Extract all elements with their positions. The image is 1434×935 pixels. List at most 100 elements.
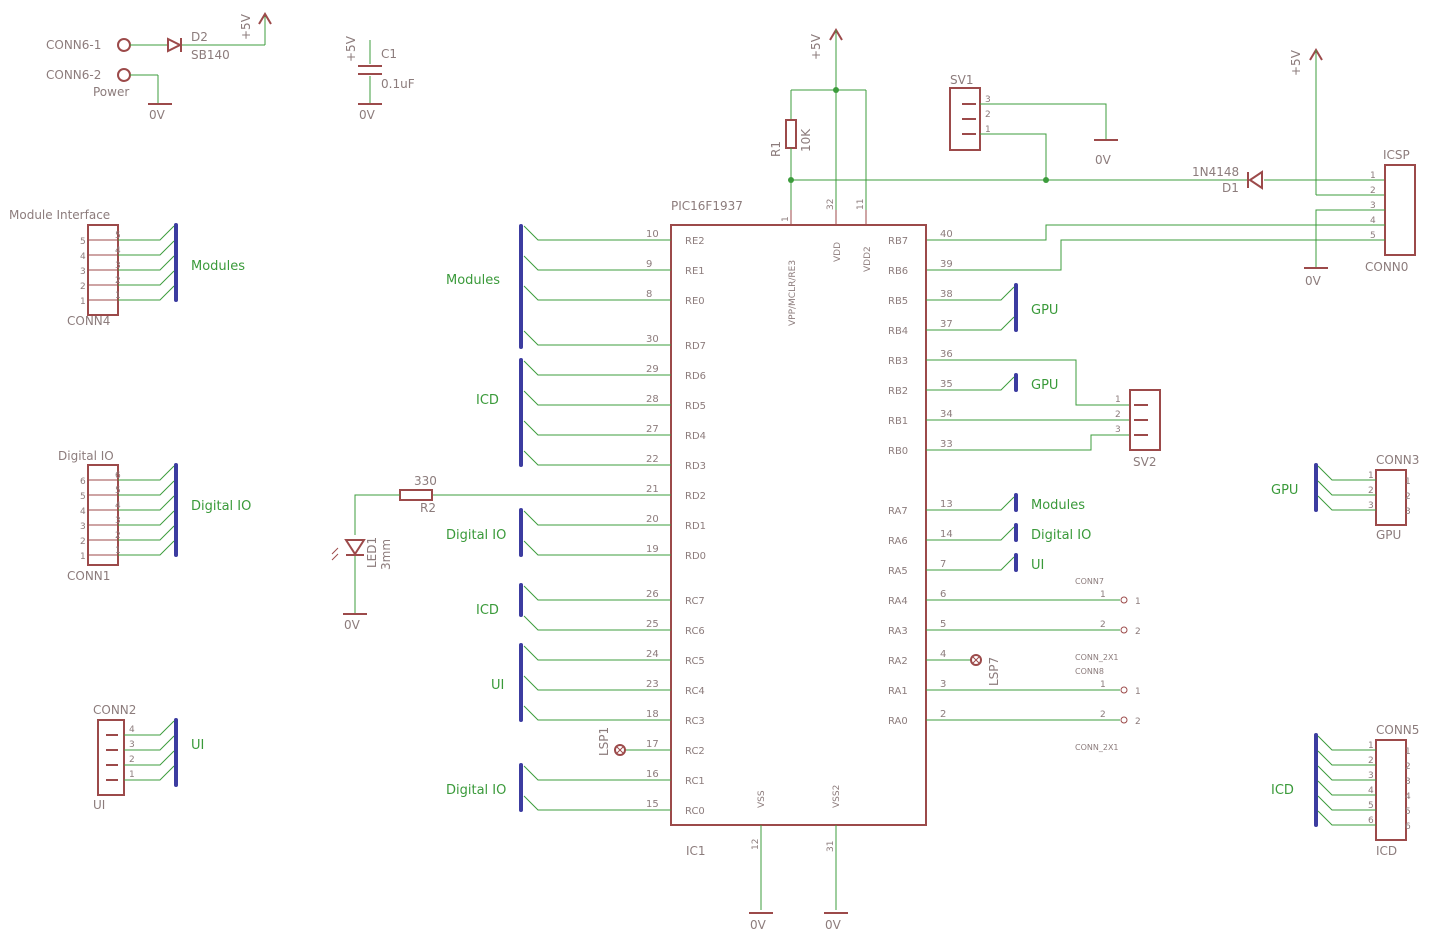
pin-number-15: 15 xyxy=(646,799,659,810)
conn8-type: CONN_2X1 xyxy=(1075,743,1119,752)
r2-label: R2 xyxy=(420,501,436,515)
pin-vss-name: VSS xyxy=(757,790,767,808)
conn3-label: CONN3 xyxy=(1376,453,1419,467)
pin-number-29: 29 xyxy=(646,364,659,375)
conn4-pins-pinlabel-2: 2 xyxy=(115,276,121,286)
net-digital-io-left-2: Digital IO xyxy=(446,783,506,798)
pin-number-24: 24 xyxy=(646,649,659,660)
pin-number-26: 26 xyxy=(646,589,659,600)
pin-name-rb6: RB6 xyxy=(888,266,908,277)
c1-value: 0.1uF xyxy=(381,77,415,91)
led-circuit: 0V 330 R2 LED1 3mm xyxy=(331,474,671,632)
sv1-gnd-label: 0V xyxy=(1095,153,1112,167)
pin-number-6: 6 xyxy=(940,589,946,600)
conn1-pins-wire-3 xyxy=(118,510,175,526)
lsp7-testpoint: LSP7 xyxy=(970,654,1001,686)
pin-name-rc2: RC2 xyxy=(685,746,705,757)
pin-number-35: 35 xyxy=(940,379,953,390)
digital-io-title: Digital IO xyxy=(58,449,114,463)
vss-gnd-label: 0V xyxy=(750,918,767,932)
net-icd-left-1: ICD xyxy=(476,393,499,408)
pin-name-rb5: RB5 xyxy=(888,296,908,307)
pin-name-re0: RE0 xyxy=(685,296,705,307)
pin-number-3: 3 xyxy=(940,679,946,690)
wire-rc1 xyxy=(523,765,671,781)
conn2-label: CONN2 xyxy=(93,703,136,717)
pin-number-8: 8 xyxy=(646,289,652,300)
conn6-2-label: CONN6-2 xyxy=(46,68,101,82)
conn0-label: CONN0 xyxy=(1365,260,1408,274)
conn3-pins-wire-3 xyxy=(1317,495,1376,511)
icsp-gnd-label: 0V xyxy=(1305,274,1322,288)
pin-name-rb0: RB0 xyxy=(888,446,908,457)
pin-number-14: 14 xyxy=(940,529,953,540)
conn4-pins-wire-4 xyxy=(118,240,175,256)
pin-name-rd0: RD0 xyxy=(685,551,706,562)
conn5-pins-pin-4: 4 xyxy=(1405,792,1411,802)
wire-rc3 xyxy=(523,705,671,721)
net-modules-left: Modules xyxy=(446,273,500,288)
conn3-pins-pin-2: 2 xyxy=(1405,492,1411,502)
conn2-wire-3 xyxy=(124,735,175,751)
wire-rc0 xyxy=(523,795,671,811)
net-icd-left-2: ICD xyxy=(476,603,499,618)
pin-name-rb3: RB3 xyxy=(888,356,908,367)
conn3-pins-inpin-2: 2 xyxy=(1368,486,1374,496)
net-gpu-right-1: GPU xyxy=(1031,303,1058,318)
conn7-conn8: 11 22 11 22 CONN7 CONN_2X1 CONN8 CONN_2X… xyxy=(1075,577,1141,752)
pin-number-34: 34 xyxy=(940,409,953,420)
net-digital-io-conn1: Digital IO xyxy=(191,499,251,514)
pin-name-re2: RE2 xyxy=(685,236,705,247)
conn2-pin-4: 4 xyxy=(129,725,135,735)
sv1-label: SV1 xyxy=(950,73,973,87)
c1-p5v-label: +5V xyxy=(344,35,358,62)
pin-name-rd2: RD2 xyxy=(685,491,706,502)
conn1-pins-pin-2: 2 xyxy=(80,537,86,547)
conn4-pins-pin-2: 2 xyxy=(80,282,86,292)
conn2-wire-2 xyxy=(124,750,175,766)
conn4-pins-wire-3 xyxy=(118,255,175,271)
conn1-pins-pinlabel-1: 1 xyxy=(115,546,121,556)
pin-name-ra5: RA5 xyxy=(888,566,908,577)
pin-number-40: 40 xyxy=(940,229,953,240)
pin-name-rb7: RB7 xyxy=(888,236,908,247)
conn3-pins-pin-1: 1 xyxy=(1405,477,1411,487)
pin-number-17: 17 xyxy=(646,739,659,750)
d1-value: 1N4148 xyxy=(1192,165,1239,179)
conn1-pins-pin-1: 1 xyxy=(80,552,86,562)
pin-name-rc4: RC4 xyxy=(685,686,705,697)
pin-name-rb2: RB2 xyxy=(888,386,908,397)
pin-number-28: 28 xyxy=(646,394,659,405)
svg-text:1: 1 xyxy=(1115,395,1121,405)
conn5-pins-inpin-4: 4 xyxy=(1368,786,1374,796)
conn2-wire-1 xyxy=(124,765,175,781)
r1-label: R1 xyxy=(769,141,783,157)
conn7-label: CONN7 xyxy=(1075,577,1104,586)
net-icd-conn5: ICD xyxy=(1271,783,1294,798)
conn5-pins-pin-5: 5 xyxy=(1405,807,1411,817)
conn1-pins-wire-5 xyxy=(118,480,175,496)
wire-re2 xyxy=(523,225,671,241)
conn3-pins-pin-3: 3 xyxy=(1405,507,1411,517)
pin-31-number: 31 xyxy=(826,841,836,852)
conn4-pins-wire-2 xyxy=(118,270,175,286)
lsp1-testpoint: LSP1 xyxy=(597,727,671,756)
conn5-pins-inpin-2: 2 xyxy=(1368,756,1374,766)
pin-name-rc6: RC6 xyxy=(685,626,705,637)
net-gpu-right-2: GPU xyxy=(1031,378,1058,393)
conn3-pins-wire-2 xyxy=(1317,480,1376,496)
lsp7-label: LSP7 xyxy=(987,657,1001,686)
wire-rd6 xyxy=(523,360,671,376)
pin-number-36: 36 xyxy=(940,349,953,360)
conn5-label: CONN5 xyxy=(1376,723,1419,737)
lsp1-label: LSP1 xyxy=(597,727,611,756)
conn8-label: CONN8 xyxy=(1075,667,1104,676)
pin-name-rd6: RD6 xyxy=(685,371,706,382)
module-interface-title: Module Interface xyxy=(9,208,110,222)
wire-rd5 xyxy=(523,390,671,406)
pin-name-rc0: RC0 xyxy=(685,806,705,817)
svg-text:5: 5 xyxy=(1370,231,1376,241)
conn5-pins-pin-6: 6 xyxy=(1405,822,1411,832)
